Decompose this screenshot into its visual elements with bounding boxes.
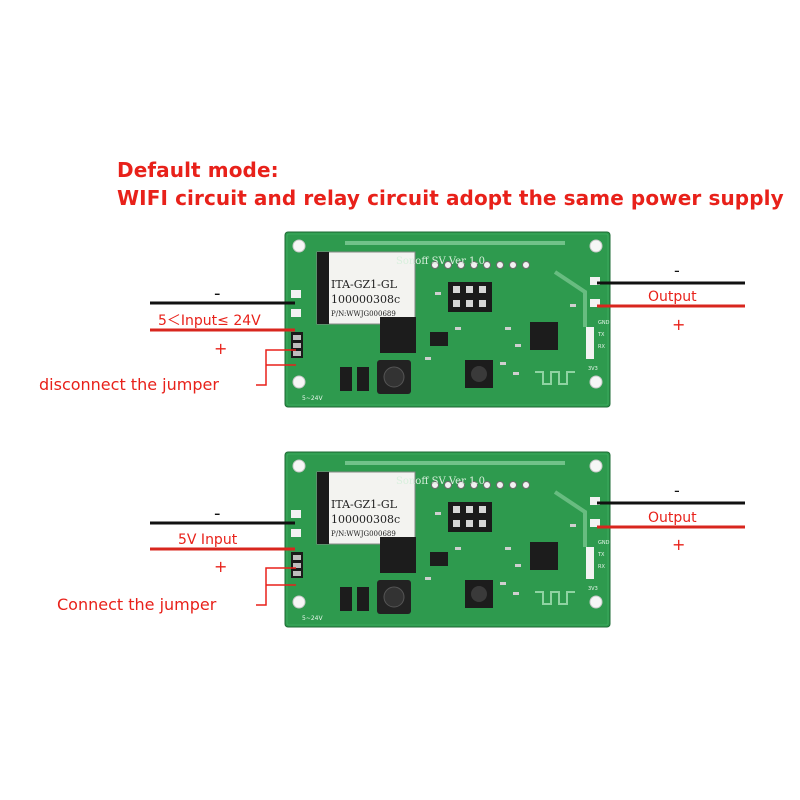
board-2-pin-3v3: 3V3 [588,586,598,592]
board-2-jumper-bracket [256,567,296,606]
board-2-output-minus: - [674,481,680,500]
board-2-relay-line-3: P/N:WWJG000689 [331,530,396,538]
title-line-2: WIFI circuit and relay circuit adopt the… [117,186,784,210]
board-1-pin-tx: TX [597,332,605,338]
board-1-output-label: Output [648,289,697,305]
board-2-pin-gnd: GND [598,540,610,546]
board-1-pin-rx: RX [598,344,605,350]
board-1-input-label: 5＜Input≤ 24V [158,313,261,329]
board-1-version-label: Sonoff SV Ver 1.0 [396,256,485,267]
board-2-jumper-label: Connect the jumper [57,595,217,614]
board-1-voltage-mark: 5~24V [302,395,323,402]
board-1-output-plus: + [672,315,685,334]
board-2: Sonoff SV Ver 1.0 ITA-GZ1-GL 100000308c … [57,450,745,629]
board-1-jumper-bracket [256,349,296,386]
board-1-relay-line-3: P/N:WWJG000689 [331,310,396,318]
board-2-output-plus: + [672,535,685,554]
board-2-output-label: Output [648,510,697,526]
board-1-input-plus: + [214,339,227,358]
board-2-version-label: Sonoff SV Ver 1.0 [396,476,485,487]
board-2-voltage-mark: 5~24V [302,615,323,622]
board-2-input-minus: - [214,503,221,524]
board-2-relay-line-2: 100000308c [331,513,400,526]
board-2-input-plus: + [214,557,227,576]
board-2-pin-rx: RX [598,564,605,570]
board-1-input-minus: - [214,283,221,304]
board-1-relay-line-2: 100000308c [331,293,400,306]
board-2-relay-line-1: ITA-GZ1-GL [331,498,398,511]
board-1-jumper-label: disconnect the jumper [39,375,219,394]
board-1: Sonoff SV Ver 1.0 ITA-GZ1-GL 100000308c … [39,230,745,409]
title-line-1: Default mode: [117,158,279,182]
board-2-pin-tx: TX [597,552,605,558]
board-1-output-minus: - [674,261,680,280]
board-1-relay-line-1: ITA-GZ1-GL [331,278,398,291]
board-1-pin-3v3: 3V3 [588,366,598,372]
board-1-pin-gnd: GND [598,320,610,326]
board-2-input-label: 5V Input [178,532,238,548]
